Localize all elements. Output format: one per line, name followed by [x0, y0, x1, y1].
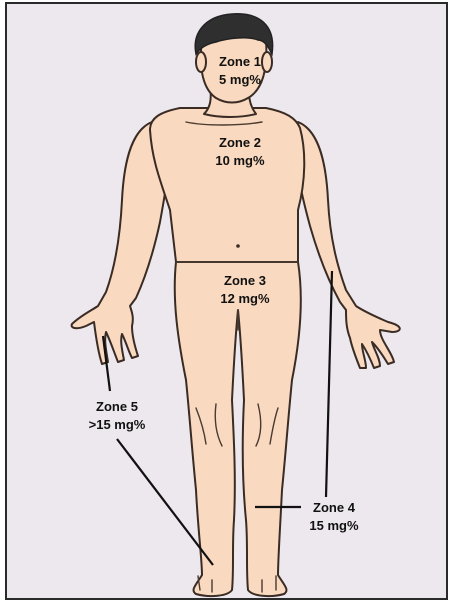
svg-text:15 mg%: 15 mg%: [309, 518, 359, 533]
svg-text:>15 mg%: >15 mg%: [89, 417, 146, 432]
svg-text:Zone 3: Zone 3: [224, 273, 266, 288]
navel: [236, 244, 240, 248]
svg-text:Zone 2: Zone 2: [219, 135, 261, 150]
torso: [150, 108, 304, 262]
svg-text:12 mg%: 12 mg%: [220, 291, 270, 306]
svg-text:Zone 5: Zone 5: [96, 399, 138, 414]
svg-text:Zone 4: Zone 4: [313, 500, 356, 515]
svg-text:5 mg%: 5 mg%: [219, 72, 261, 87]
svg-text:Zone 1: Zone 1: [219, 54, 261, 69]
svg-text:10 mg%: 10 mg%: [215, 153, 265, 168]
